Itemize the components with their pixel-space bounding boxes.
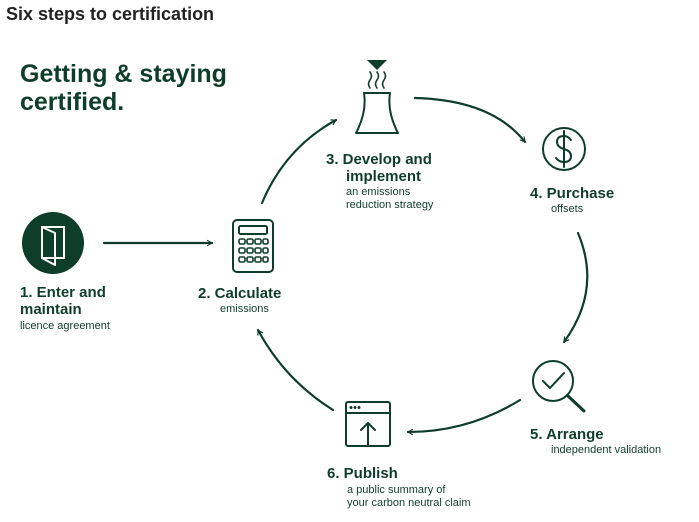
page-header: Six steps to certification (6, 4, 215, 24)
browser-upload-icon (345, 401, 391, 447)
step-3-title: 3. Develop and (326, 151, 432, 168)
page-title: Getting & staying certified. (20, 60, 227, 116)
step-5-label: 5. Arrange independent validation (530, 426, 661, 457)
door-icon (22, 212, 84, 274)
step-4-label: 4. Purchase offsets (530, 185, 614, 216)
step-2-title: 2. Calculate (198, 285, 282, 302)
step-6-subtitle-2: your carbon neutral claim (347, 497, 471, 509)
step-5-title: 5. Arrange (530, 426, 604, 443)
step-1-label: 1. Enter and maintain licence agreement (20, 284, 110, 333)
step-3-label: 3. Develop and implement an emissions re… (326, 151, 433, 212)
factory-icon (355, 60, 399, 134)
calculator-icon (232, 219, 274, 273)
step-6-label: 6. Publish a public summary of your carb… (327, 465, 471, 510)
step-6-subtitle: a public summary of (347, 484, 446, 496)
magnifier-check-icon (532, 360, 586, 413)
step-1-title-2: maintain (20, 301, 82, 318)
arrow-2-to-3 (260, 118, 338, 205)
step-1-subtitle: licence agreement (20, 320, 110, 332)
arrow-4-to-5 (562, 231, 589, 344)
dollar-icon (542, 127, 586, 171)
page-title-line-1: Getting & staying (20, 60, 227, 88)
page-title-line-2: certified. (20, 88, 125, 116)
arrow-3-to-4 (413, 96, 527, 144)
step-1-title: 1. Enter and (20, 284, 106, 301)
step-3-subtitle-2: reduction strategy (346, 199, 434, 211)
step-2-subtitle: emissions (220, 303, 269, 315)
step-6-title: 6. Publish (327, 465, 398, 482)
step-2-label: 2. Calculate emissions (198, 285, 281, 316)
step-3-title-2: implement (346, 168, 422, 185)
step-4-subtitle: offsets (551, 203, 584, 215)
step-5-subtitle: independent validation (551, 444, 662, 456)
arrow-5-to-6 (406, 398, 522, 436)
step-4-title: 4. Purchase (530, 185, 615, 202)
step-3-subtitle: an emissions (346, 186, 411, 198)
arrow-6-to-2 (256, 328, 335, 412)
